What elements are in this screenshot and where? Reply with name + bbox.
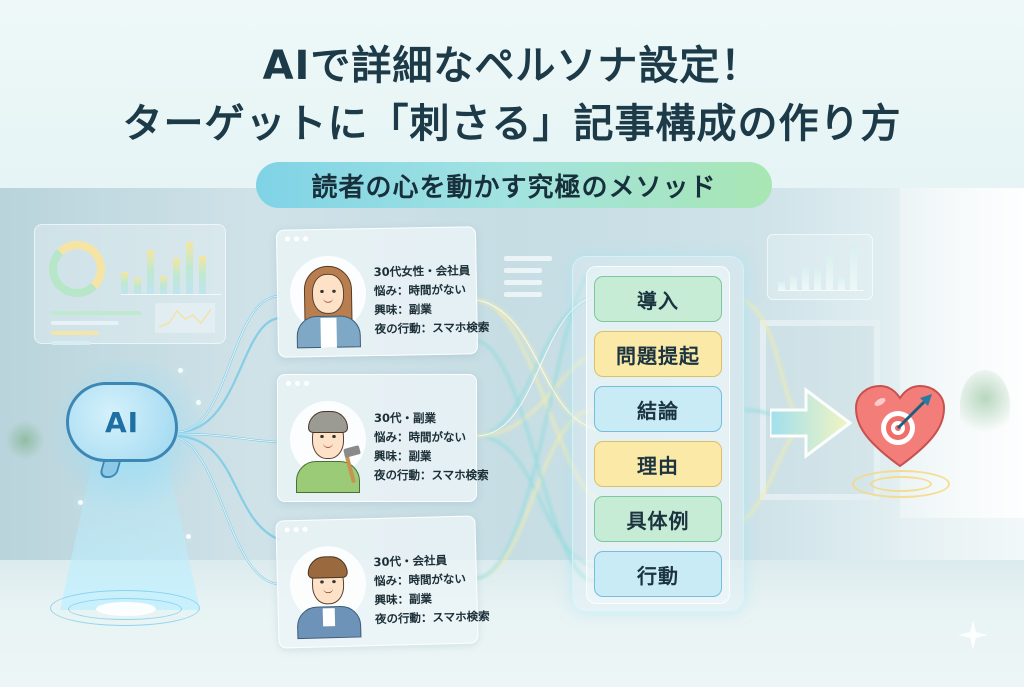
- avatar-woman-icon: [289, 251, 367, 349]
- persona-behavior: 夜の行動：スマホ検索: [374, 320, 490, 337]
- persona-info: 30代女性・会社員 悩み：時間がない 興味：副業 夜の行動：スマホ検索: [373, 261, 490, 339]
- hologram-base: [96, 602, 156, 616]
- step-reason[interactable]: 理由: [594, 441, 722, 487]
- persona-pain: 悩み：時間がない: [374, 430, 466, 444]
- list-icon: [504, 256, 554, 304]
- plant-icon: [960, 370, 1010, 440]
- donut-chart-icon: [49, 241, 105, 297]
- header-background: [0, 0, 1024, 188]
- progress-lines: [51, 311, 141, 351]
- hologram-ring: [50, 590, 200, 626]
- step-example[interactable]: 具体例: [594, 496, 722, 542]
- step-action[interactable]: 行動: [594, 551, 722, 597]
- title-line-2: ターゲットに「刺さる」記事構成の作り方: [0, 96, 1024, 152]
- persona-interest: 興味：副業: [374, 449, 432, 463]
- arrow-right-icon: [770, 387, 852, 459]
- sparkle-dot: [196, 400, 201, 405]
- avatar-young-man-icon: [289, 541, 368, 640]
- hologram-ring: [68, 598, 182, 620]
- step-problem[interactable]: 問題提起: [594, 331, 722, 377]
- persona-card[interactable]: 30代・会社員 悩み：時間がない 興味：副業 夜の行動：スマホ検索: [275, 515, 490, 649]
- window-light: [900, 188, 1024, 518]
- persona-card[interactable]: 30代・副業 悩み：時間がない 興味：副業 夜の行動：スマホ検索: [277, 374, 489, 502]
- target-ring: [870, 476, 932, 492]
- sparkle-dot: [186, 534, 191, 539]
- step-intro[interactable]: 導入: [594, 276, 722, 322]
- step-conclusion[interactable]: 結論: [594, 386, 722, 432]
- window-dots: [285, 236, 309, 242]
- sparkle-dot: [178, 368, 183, 373]
- avatar-older-man-icon: [290, 397, 366, 493]
- brain-icon: AI: [66, 382, 178, 462]
- persona-behavior: 夜の行動：スマホ検索: [374, 609, 490, 627]
- title-line-1: AIで詳細なペルソナ設定！: [262, 43, 762, 89]
- title-highlight: 「刺さる」: [368, 96, 574, 152]
- persona-interest: 興味：副業: [374, 302, 432, 318]
- persona-demographic: 30代・副業: [374, 411, 437, 425]
- title-suffix: 記事構成の作り方: [573, 101, 902, 147]
- window-dots: [284, 526, 308, 533]
- subtitle-badge: 読者の心を動かす究極のメソッド: [256, 162, 772, 208]
- ai-label: AI: [104, 405, 140, 439]
- dashboard-chart-icon: [34, 224, 226, 345]
- title-prefix: ターゲットに: [122, 101, 369, 147]
- persona-demographic: 30代女性・会社員: [373, 263, 471, 280]
- line-chart-icon: [155, 303, 215, 333]
- persona-behavior: 夜の行動：スマホ検索: [374, 468, 489, 482]
- persona-card[interactable]: 30代女性・会社員 悩み：時間がない 興味：副業 夜の行動：スマホ検索: [275, 226, 489, 358]
- plant-icon: [5, 420, 45, 460]
- persona-pain: 悩み：時間がない: [373, 282, 467, 299]
- persona-info: 30代・会社員 悩み：時間がない 興味：副業 夜の行動：スマホ検索: [373, 550, 490, 629]
- heart-target-icon: [854, 384, 946, 468]
- page-title: AIで詳細なペルソナ設定！ ターゲットに「刺さる」記事構成の作り方: [0, 40, 1024, 152]
- window-dots: [286, 381, 309, 386]
- sparkle-dot: [78, 500, 83, 505]
- article-structure-inner: [586, 266, 730, 604]
- target-ring: [852, 470, 950, 498]
- bar-chart-icon: [121, 242, 221, 295]
- persona-info: 30代・副業 悩み：時間がない 興味：副業 夜の行動：スマホ検索: [374, 409, 489, 485]
- dashboard-chart-icon: [767, 234, 873, 300]
